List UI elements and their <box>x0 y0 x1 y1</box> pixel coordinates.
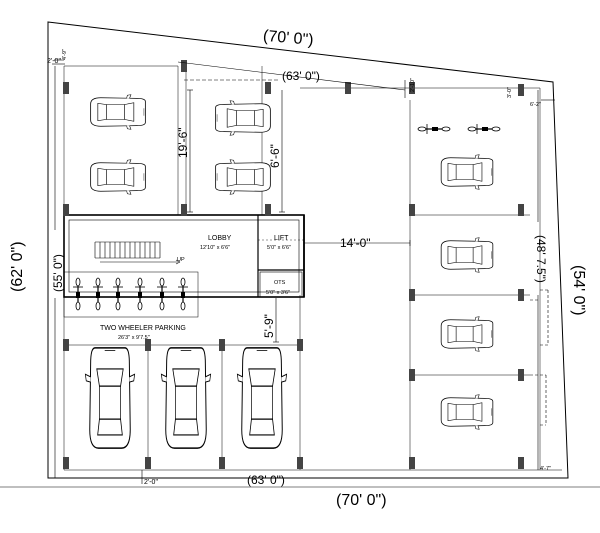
car-icon <box>440 316 494 352</box>
car-icon <box>84 347 136 449</box>
staircase <box>94 241 181 265</box>
top-inner-dimension: (63' 0") <box>282 69 320 83</box>
ots-gap-dimension: 5'-9" <box>262 314 276 338</box>
dashed-offsets <box>540 289 549 426</box>
stair-up-label: UP <box>177 257 185 263</box>
bike-icon <box>417 123 451 135</box>
bottom-inner-dimension: (63' 0") <box>247 473 285 487</box>
top-right-setback-a: 2'-10" <box>410 78 416 92</box>
right-overall-dimension: (54' 0") <box>570 265 587 316</box>
bike-icon <box>134 277 146 311</box>
bottom-right-setback: 4'-7" <box>540 466 551 472</box>
top-left-setback: 2'-0" <box>47 58 61 65</box>
car-icon <box>90 94 146 130</box>
car-icon <box>440 154 494 190</box>
bike-icon <box>467 123 501 135</box>
bike-icon <box>72 277 84 311</box>
car-icon <box>440 394 494 430</box>
bike-icon <box>112 277 124 311</box>
car-icon <box>440 237 494 273</box>
lobby-size: 12'10" x 6'6" <box>200 245 230 251</box>
parking-depth-dimension: 19'-6" <box>176 127 190 158</box>
car-icon <box>90 159 146 195</box>
bottom-left-setback: 2'-0" <box>144 479 158 486</box>
left-overall-dimension: (62' 0") <box>9 241 26 292</box>
car-icon <box>215 100 271 136</box>
lift-gap-dimension: 6'-6" <box>268 144 282 168</box>
bottom-overall-dimension: (70' 0") <box>336 492 387 509</box>
lobby-label: LOBBY <box>208 235 232 242</box>
two-wheeler-bay <box>63 271 199 318</box>
plot-boundary <box>47 21 569 479</box>
lift-label: LIFT <box>274 235 289 242</box>
driveway-width-dimension: 14'-0" <box>340 236 371 250</box>
car-icon <box>215 159 271 195</box>
right-inner-dimension: (48' 7.5") <box>534 235 548 283</box>
bike-icon <box>92 277 104 311</box>
bike-icon <box>156 277 168 311</box>
car-icon <box>160 347 212 449</box>
top-left-vertical: 4'-9" <box>62 49 68 60</box>
lift-size: 5'0" x 6'6" <box>267 245 291 251</box>
dimension-lines <box>52 59 562 484</box>
top-right-setback-c: 6'-2" <box>530 102 541 108</box>
bike-icon <box>177 277 189 311</box>
ots-size: 5'0" x 3'6" <box>266 290 290 296</box>
two-wheeler-label: TWO WHEELER PARKING <box>100 325 186 332</box>
car-icon <box>236 347 288 449</box>
two-wheeler-size: 26'3" x 9'7.5" <box>118 335 150 341</box>
top-right-setback-b: 3'-0" <box>507 87 513 98</box>
ots-label: OTS <box>274 280 286 286</box>
top-overall-dimension: (70' 0") <box>262 28 314 49</box>
left-inner-dimension: (55' 0") <box>51 254 65 292</box>
